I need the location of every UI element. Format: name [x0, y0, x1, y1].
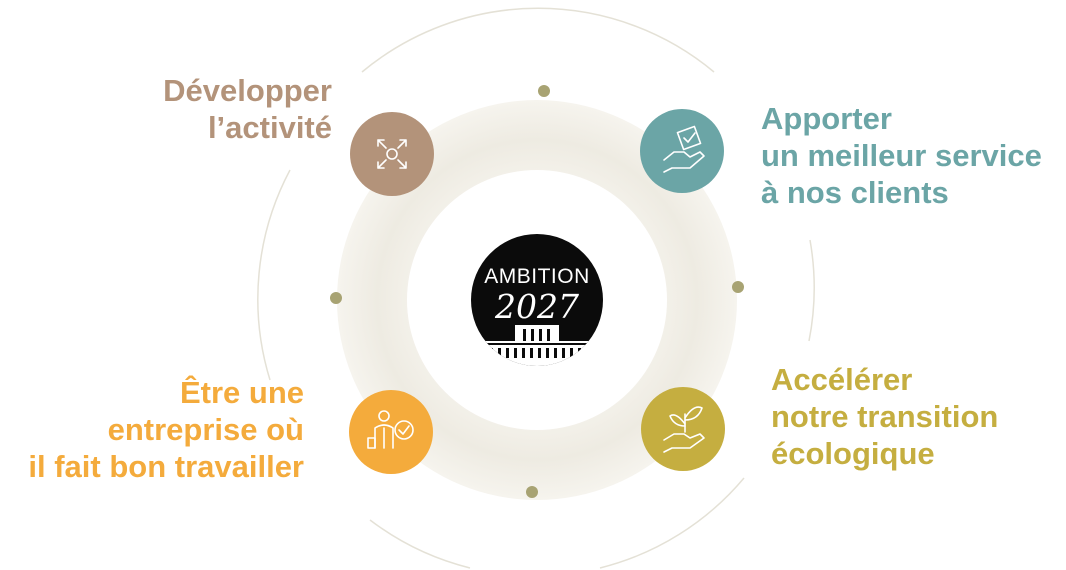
label-etre-line-2: entreprise où [107, 412, 304, 447]
label-developper: Développer l’activité [163, 72, 332, 146]
orbit-dot-right [732, 281, 744, 293]
developper-circle [350, 112, 434, 196]
label-accelerer: Accélérer notre transition écologique [771, 361, 998, 472]
accelerer-circle [641, 387, 725, 471]
orbit-arc-top [361, 7, 715, 73]
label-apporter-line-1: Apporter [761, 101, 892, 136]
orbit-dot-top [538, 85, 550, 97]
pillar-apporter [640, 109, 724, 193]
label-accelerer-line-1: Accélérer [771, 362, 913, 397]
label-etre-line-3: il fait bon travailler [28, 449, 304, 484]
orbit-arc-bottom-left [369, 519, 471, 569]
person-check-icon [367, 410, 414, 449]
logo-year: 2027 [494, 287, 579, 326]
orbit-dots [330, 85, 744, 498]
label-etre-line-1: Être une [179, 375, 304, 410]
etre-circle [349, 390, 433, 474]
pillar-accelerer [641, 387, 725, 471]
pillar-etre [349, 390, 433, 474]
label-apporter: Apporter un meilleur service à nos clien… [761, 100, 1042, 211]
expand-arrows-icon [377, 139, 407, 169]
logo-word: AMBITION [484, 265, 590, 288]
label-etre: Être une entreprise où il fait bon trava… [28, 374, 304, 485]
label-accelerer-line-2: notre transition [771, 399, 999, 434]
orbit-arc-bottom-right [599, 477, 745, 569]
label-developper-line-1: Développer [163, 73, 332, 108]
apporter-circle [640, 109, 724, 193]
pillar-developper [350, 112, 434, 196]
orbit-dot-bottom [526, 486, 538, 498]
hand-plant-icon [663, 406, 705, 453]
hand-check-icon [663, 125, 705, 173]
orbit-arc-left [257, 169, 291, 381]
orbit-arc-right [808, 239, 815, 342]
label-apporter-line-3: à nos clients [761, 175, 949, 210]
label-accelerer-line-3: écologique [771, 436, 935, 471]
label-apporter-line-2: un meilleur service [761, 138, 1042, 173]
orbit-dot-left [330, 292, 342, 304]
outer-orbit [257, 7, 815, 569]
label-developper-line-2: l’activité [207, 110, 332, 145]
